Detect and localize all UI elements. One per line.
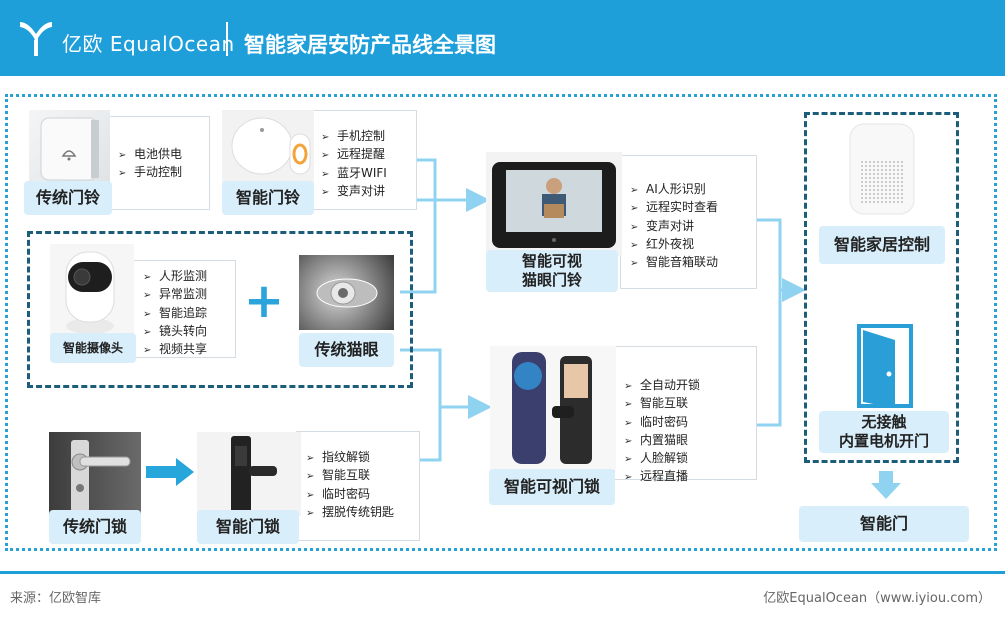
list-item: ➢人脸解锁 — [624, 451, 689, 466]
smart-peephole-doorbell-card — [620, 155, 757, 289]
door-handle-icon — [71, 440, 131, 512]
list-item: ➢电池供电 — [118, 147, 183, 161]
list-item: ➢AI人形识别 — [630, 182, 706, 196]
plus-sign: + — [243, 273, 285, 329]
smart-peephole-doorbell-label: 智能可视 猫眼门铃 — [486, 250, 618, 292]
list-item: ➢手动控制 — [118, 165, 183, 180]
traditional-lock-image — [49, 432, 141, 514]
footer-divider — [0, 571, 1005, 574]
smart-lock-card — [296, 431, 420, 541]
smart-video-lock-image — [490, 346, 616, 470]
door-icon — [857, 324, 913, 408]
smart-door-group — [804, 112, 959, 463]
list-item: ➢临时密码 — [306, 486, 371, 501]
header-divider — [226, 22, 228, 56]
list-item: ➢智能音箱联动 — [630, 255, 719, 270]
smart-camera-label: 智能摄像头 — [50, 333, 136, 363]
smart-peephole-doorbell-features: ➢AI人形识别 ➢远程实时查看 ➢变声对讲 ➢红外夜视 ➢智能音箱联动 — [630, 181, 718, 272]
list-item: ➢智能互联 — [624, 396, 689, 411]
camera-peephole-group — [27, 231, 413, 388]
list-item: ➢临时密码 — [624, 414, 689, 429]
smart-lock-image — [197, 432, 301, 516]
smart-speaker-image — [840, 120, 924, 218]
list-item: ➢远程实时查看 — [630, 200, 719, 215]
list-item: ➢远程提醒 — [321, 147, 386, 162]
smart-video-lock-card — [614, 346, 757, 480]
page-title: 智能家居安防产品线全景图 — [244, 33, 496, 57]
list-item: ➢智能互联 — [306, 468, 371, 483]
traditional-lock-label: 传统门锁 — [49, 510, 141, 544]
smart-peephole-doorbell-image — [486, 152, 622, 256]
list-item: ➢蓝牙WIFI — [321, 165, 387, 180]
diagram-frame — [5, 94, 997, 551]
smart-doorbell-icon — [231, 117, 311, 175]
list-item: ➢镜头转向 — [143, 323, 208, 338]
list-item: ➢全自动开锁 — [624, 378, 701, 392]
video-doorbell-screen-icon — [492, 162, 616, 248]
smart-lock-label: 智能门锁 — [197, 510, 299, 544]
header-bar: 亿欧 EqualOcean 智能家居安防产品线全景图 — [0, 0, 1005, 76]
fingerprint-lock-icon — [231, 436, 277, 516]
smart-doorbell-image — [222, 110, 314, 186]
traditional-doorbell-card — [108, 116, 210, 210]
camera-icon — [65, 251, 115, 334]
smart-video-lock-label: 智能可视门锁 — [489, 469, 615, 505]
peephole-icon — [316, 278, 378, 308]
equalocean-logo-icon — [20, 22, 52, 56]
smart-camera-image — [50, 244, 134, 338]
contactless-door-label: 无接触 内置电机开门 — [819, 411, 949, 453]
smart-doorbell-card — [311, 110, 417, 210]
list-item: ➢摆脱传统钥匙 — [306, 504, 395, 519]
list-item: ➢内置猫眼 — [624, 432, 689, 447]
list-item: ➢手机控制 — [321, 129, 386, 143]
brand-note: 亿欧EqualOcean（www.iyiou.com） — [763, 591, 991, 606]
smart-doorbell-label: 智能门铃 — [222, 181, 314, 215]
list-item: ➢智能追踪 — [143, 305, 208, 320]
smart-camera-card — [132, 260, 236, 358]
list-item: ➢视频共享 — [143, 342, 208, 357]
smart-home-control-label: 智能家居控制 — [819, 226, 945, 264]
list-item: ➢异常监测 — [143, 287, 208, 302]
traditional-doorbell-features: ➢电池供电 ➢手动控制 — [118, 146, 182, 183]
list-item: ➢红外夜视 — [630, 236, 695, 251]
smart-lock-features: ➢指纹解锁 ➢智能互联 ➢临时密码 ➢摆脱传统钥匙 — [306, 449, 394, 522]
list-item: ➢变声对讲 — [321, 183, 386, 198]
traditional-peephole-label: 传统猫眼 — [299, 333, 394, 367]
list-item: ➢指纹解锁 — [306, 450, 371, 464]
list-item: ➢远程直播 — [624, 469, 689, 484]
smart-camera-features: ➢人形监测 ➢异常监测 ➢智能追踪 ➢镜头转向 ➢视频共享 — [143, 268, 207, 359]
smart-speaker-icon — [849, 123, 915, 215]
arrow-right-icon — [146, 458, 194, 486]
list-item: ➢人形监测 — [143, 269, 208, 283]
traditional-doorbell-image — [29, 110, 110, 188]
traditional-peephole-image — [299, 255, 394, 330]
arrow-down-icon — [871, 471, 901, 499]
smart-doorbell-features: ➢手机控制 ➢远程提醒 ➢蓝牙WIFI ➢变声对讲 — [321, 128, 387, 201]
logo-text: 亿欧 EqualOcean — [62, 32, 235, 56]
traditional-doorbell-label: 传统门铃 — [24, 181, 112, 215]
smart-door-label: 智能门 — [799, 506, 969, 542]
source-note: 来源：亿欧智库 — [10, 591, 102, 606]
doorbell-icon — [40, 117, 99, 181]
smart-lock-device-icon — [512, 352, 592, 464]
list-item: ➢变声对讲 — [630, 218, 695, 233]
smart-video-lock-features: ➢全自动开锁 ➢智能互联 ➢临时密码 ➢内置猫眼 ➢人脸解锁 ➢远程直播 — [624, 377, 700, 487]
